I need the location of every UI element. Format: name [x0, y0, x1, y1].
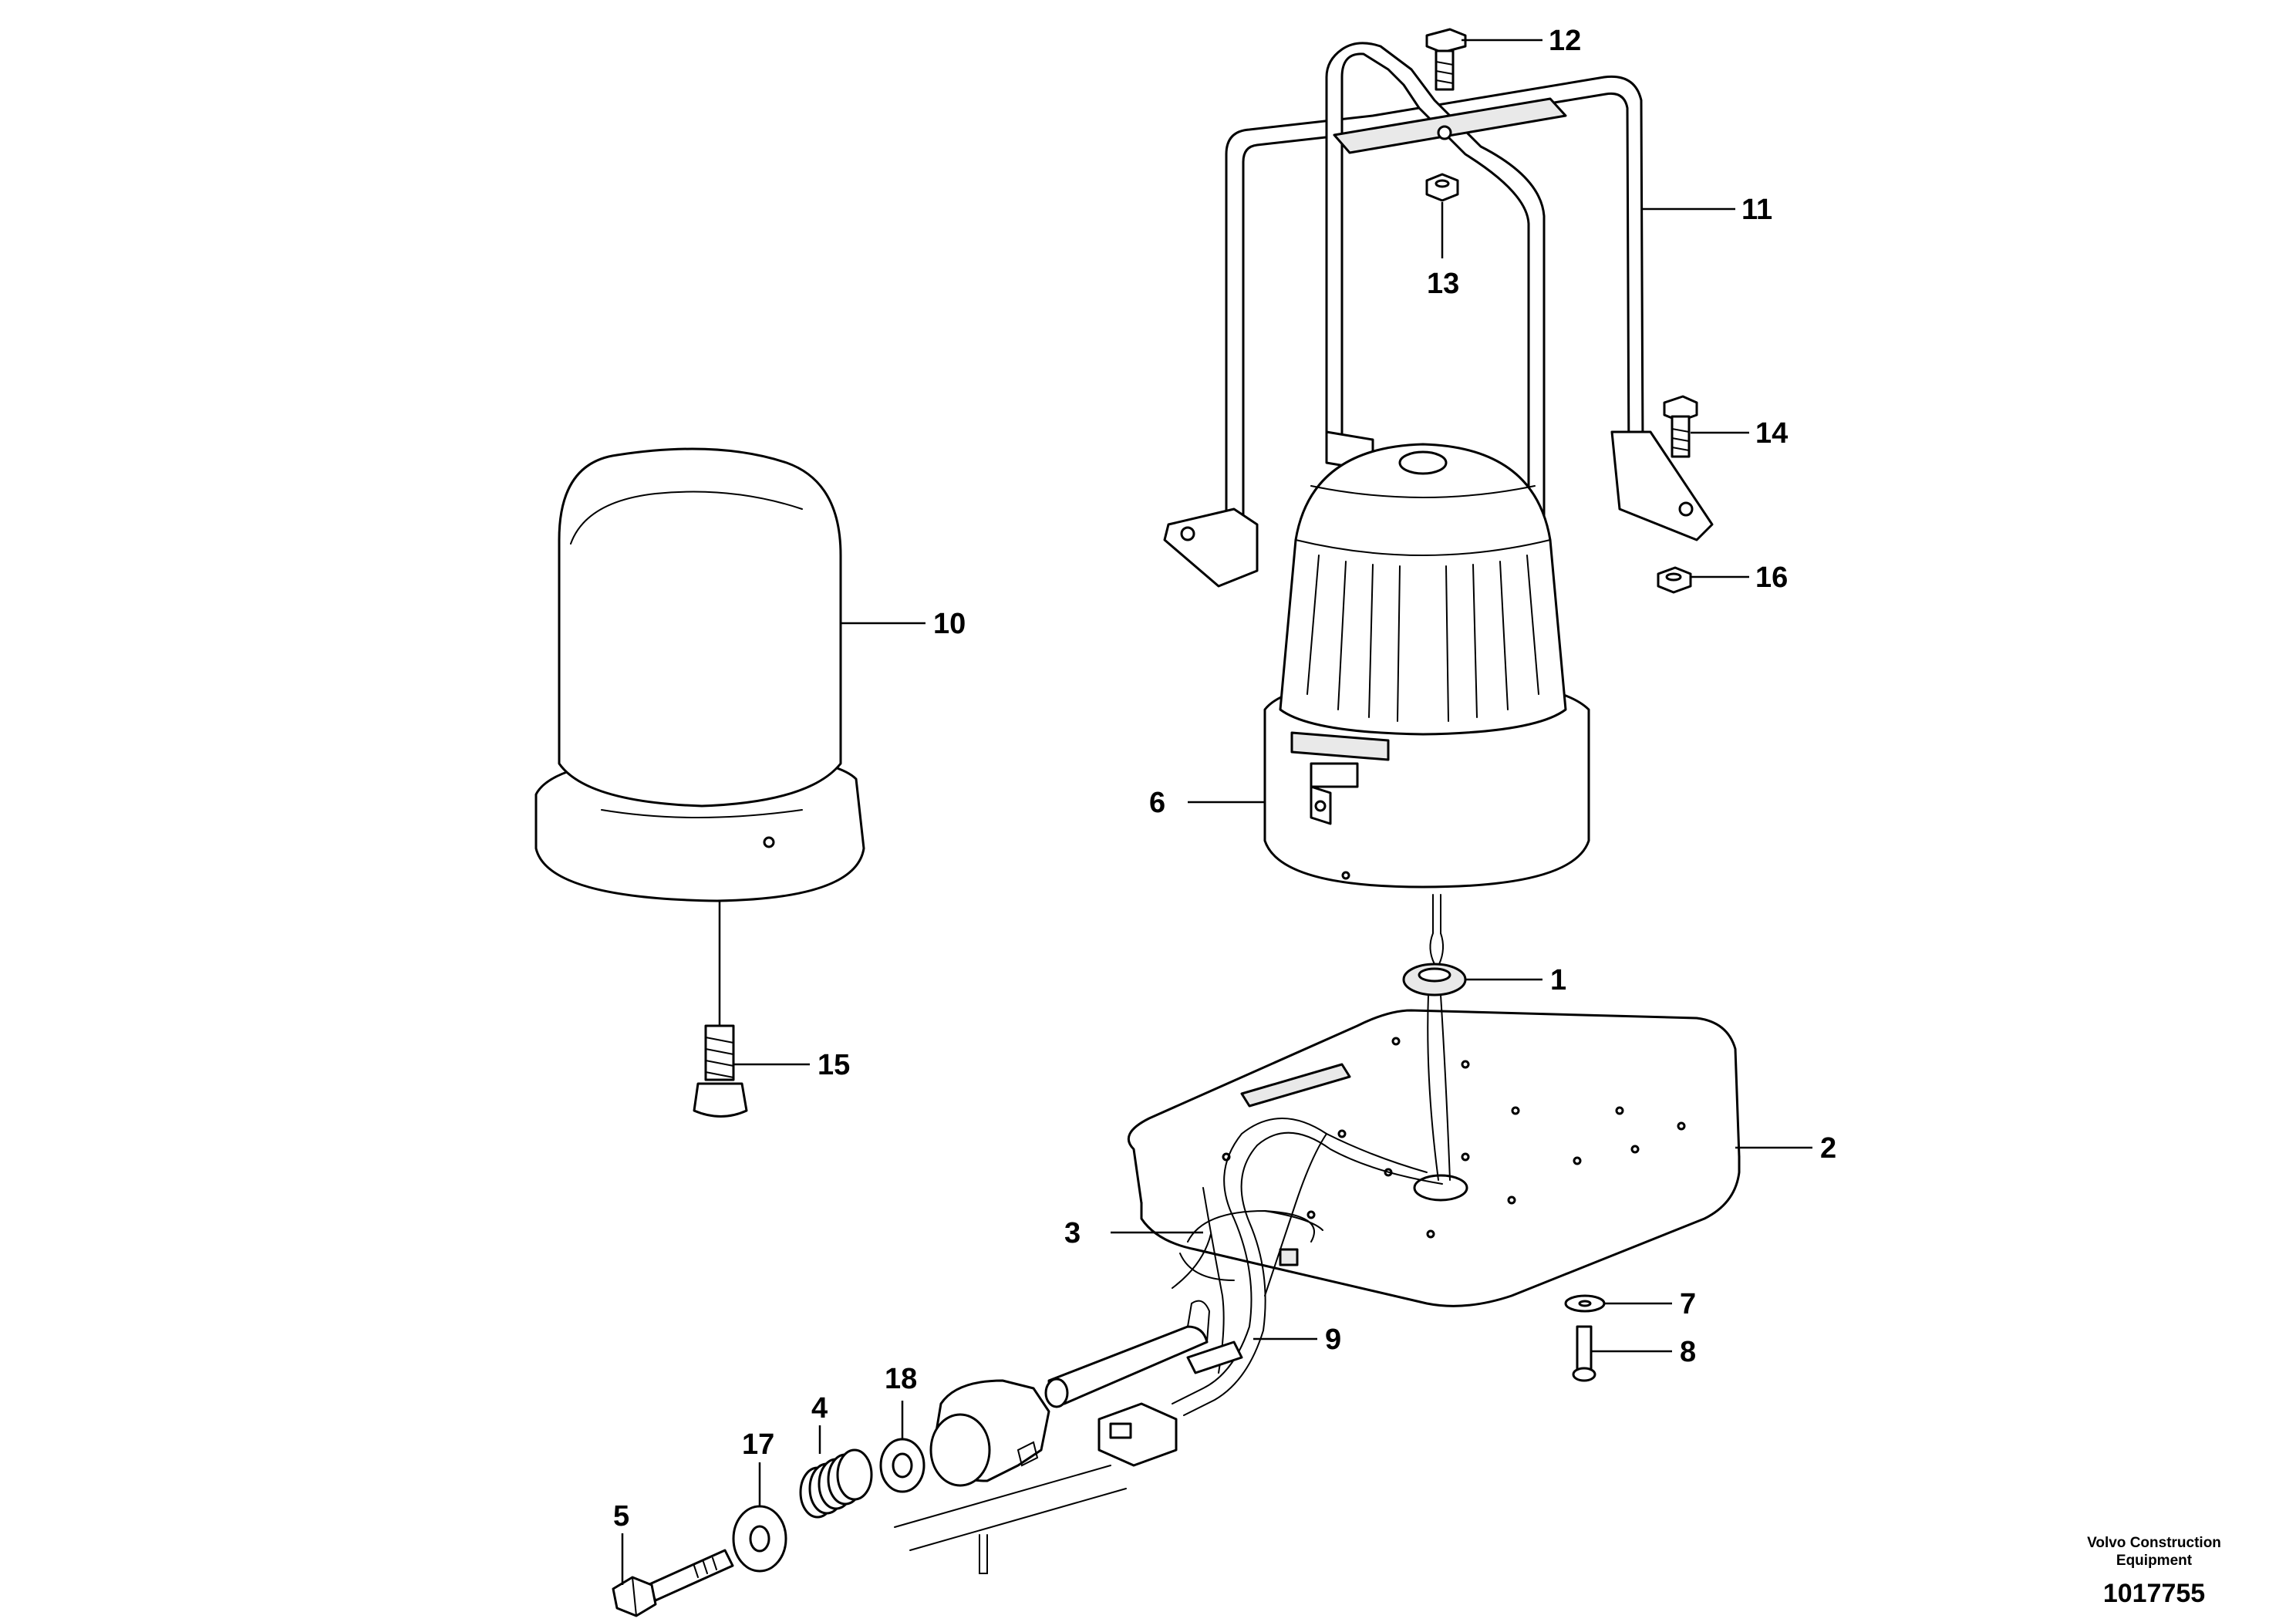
callout-8: 8: [1680, 1336, 1696, 1368]
callout-18: 18: [885, 1363, 917, 1395]
bushing: [929, 1379, 1050, 1487]
part-9-wire-harness: [1097, 1118, 1443, 1467]
callout-13: 13: [1427, 268, 1459, 300]
part-8-screw: [1572, 1325, 1596, 1382]
callout-10: 10: [933, 608, 966, 640]
callout-labels: 12 11 13 14 16 10 6 1 15 2 3 7 9 8 18 4 …: [613, 25, 1836, 1533]
callout-3: 3: [1064, 1217, 1081, 1249]
callout-16: 16: [1755, 561, 1788, 594]
callout-15: 15: [818, 1049, 850, 1081]
callout-9: 9: [1325, 1324, 1341, 1356]
part-13-nut: [1425, 173, 1459, 202]
callout-2: 2: [1820, 1132, 1836, 1165]
callout-14: 14: [1755, 417, 1788, 450]
part-10-beacon-dome: [534, 447, 865, 902]
callout-12: 12: [1549, 25, 1581, 57]
part-16-nut: [1657, 566, 1692, 594]
part-12-bolt: [1425, 28, 1467, 91]
callout-7: 7: [1680, 1288, 1696, 1320]
part-14-bolt: [1663, 395, 1698, 458]
part-7-washer: [1564, 1294, 1606, 1313]
part-15-screw: [693, 1024, 748, 1118]
callout-17: 17: [742, 1428, 774, 1461]
part-4-spring: [799, 1448, 873, 1519]
mounting-base-outline: [894, 1465, 1127, 1574]
handle-tube: [1044, 1233, 1212, 1408]
callout-11: 11: [1741, 194, 1772, 226]
part-6-beacon-lamp: [1263, 443, 1590, 889]
callout-4: 4: [811, 1392, 828, 1425]
callout-6: 6: [1149, 787, 1165, 819]
part-2-mounting-plate: [1127, 1009, 1741, 1307]
part-5-hex-bolt: [612, 1549, 734, 1617]
company-name-line2: Equipment: [2116, 1553, 2193, 1569]
callout-1: 1: [1550, 964, 1566, 996]
part-1-grommet: [1402, 894, 1467, 1181]
footer-block: Volvo Construction Equipment 1017755: [2087, 1535, 2221, 1608]
part-3-cable-tie: [1179, 1209, 1323, 1281]
part-18-washer: [879, 1438, 925, 1493]
callout-5: 5: [613, 1500, 629, 1533]
company-name-line1: Volvo Construction: [2087, 1535, 2221, 1551]
part-17-washer: [732, 1505, 787, 1573]
drawing-number: 1017755: [2103, 1579, 2205, 1608]
leader-lines: [621, 39, 1812, 1585]
